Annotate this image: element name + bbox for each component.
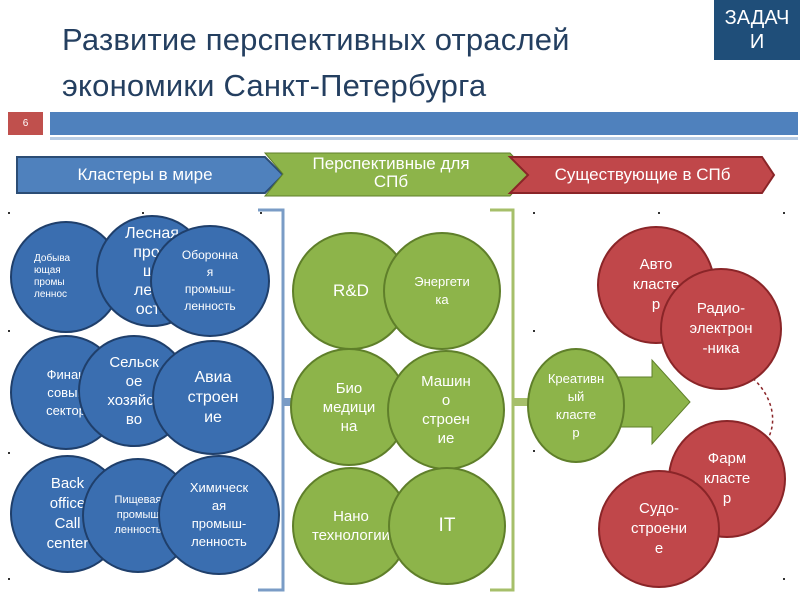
cluster-energy[interactable]: Энергети ка xyxy=(383,232,501,350)
header-existing-label: Существующие в СПб xyxy=(554,165,731,184)
slide-title-line-2: экономики Санкт-Петербурга xyxy=(62,68,487,103)
decor-dot xyxy=(783,578,785,580)
decor-dot xyxy=(8,452,10,454)
decor-dot xyxy=(8,578,10,580)
slide-number: 6 xyxy=(8,112,43,135)
decor-dot xyxy=(658,212,660,214)
bracket-right xyxy=(490,208,515,592)
cluster-chemical[interactable]: Химическ ая промыш- ленность xyxy=(158,455,280,575)
cluster-shipbuilding[interactable]: Судо- строени е xyxy=(598,470,720,588)
decor-dot xyxy=(8,330,10,332)
header-world-label: Кластеры в мире xyxy=(77,165,213,184)
cluster-aviation[interactable]: Авиа строен ие xyxy=(152,340,274,455)
decor-dot xyxy=(260,212,262,214)
header-arrow-perspective xyxy=(263,152,531,197)
decor-dot xyxy=(8,212,10,214)
red-cluster-arc xyxy=(679,357,774,461)
cluster-creative[interactable]: Креативн ый класте р xyxy=(527,348,625,463)
tasks-badge[interactable]: ЗАДАЧ И xyxy=(714,0,800,60)
cluster-defense[interactable]: Оборонна я промыш- ленность xyxy=(150,225,270,337)
cluster-radio-electronics[interactable]: Радио- электрон -ника xyxy=(660,268,782,390)
decor-dot xyxy=(533,330,535,332)
decor-dot xyxy=(142,212,144,214)
header-arrow-existing xyxy=(507,156,776,194)
decor-dot xyxy=(533,212,535,214)
slide-title-line-1: Развитие перспективных отраслей xyxy=(62,22,570,57)
header-arrow-world xyxy=(16,156,285,194)
big-arrow-to-red xyxy=(617,358,691,446)
decor-dot xyxy=(783,212,785,214)
decor-dot xyxy=(533,450,535,452)
header-perspective-label: Перспективные для СПб xyxy=(312,154,470,191)
title-bar xyxy=(50,112,798,135)
title-bar-underline xyxy=(50,137,798,140)
cluster-machinery[interactable]: Машин о строен ие xyxy=(387,350,505,470)
cluster-it[interactable]: IT xyxy=(388,467,506,585)
